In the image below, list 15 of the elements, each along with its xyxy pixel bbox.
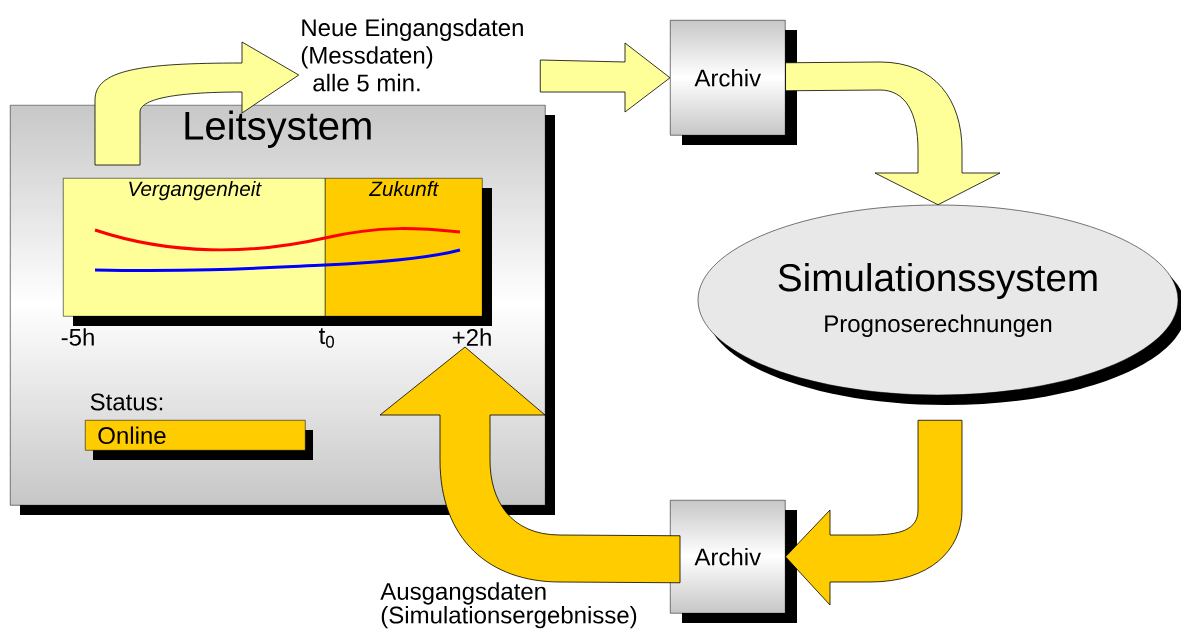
chart-region: Vergangenheit	[63, 178, 326, 317]
block-arrow	[785, 61, 1001, 206]
edge-label: Ausgangsdaten (Simulationsergebnisse)	[380, 582, 637, 629]
flow-text: Neue Eingangsdaten (Messdaten) alle 5 min.	[301, 18, 523, 92]
status-label: Status:	[90, 393, 163, 411]
block-arrow	[785, 419, 963, 606]
chart-region: Zukunft	[325, 178, 483, 317]
tick-label: t$_{0}$	[319, 328, 334, 348]
tick-label: +2h	[452, 328, 491, 346]
block-arrow	[539, 42, 671, 113]
archive-box: Archiv	[670, 500, 797, 623]
archive-box: Archiv	[670, 20, 797, 145]
block-arrow	[94, 41, 300, 166]
status-field: Online	[85, 420, 313, 460]
block-arrow	[379, 346, 681, 584]
